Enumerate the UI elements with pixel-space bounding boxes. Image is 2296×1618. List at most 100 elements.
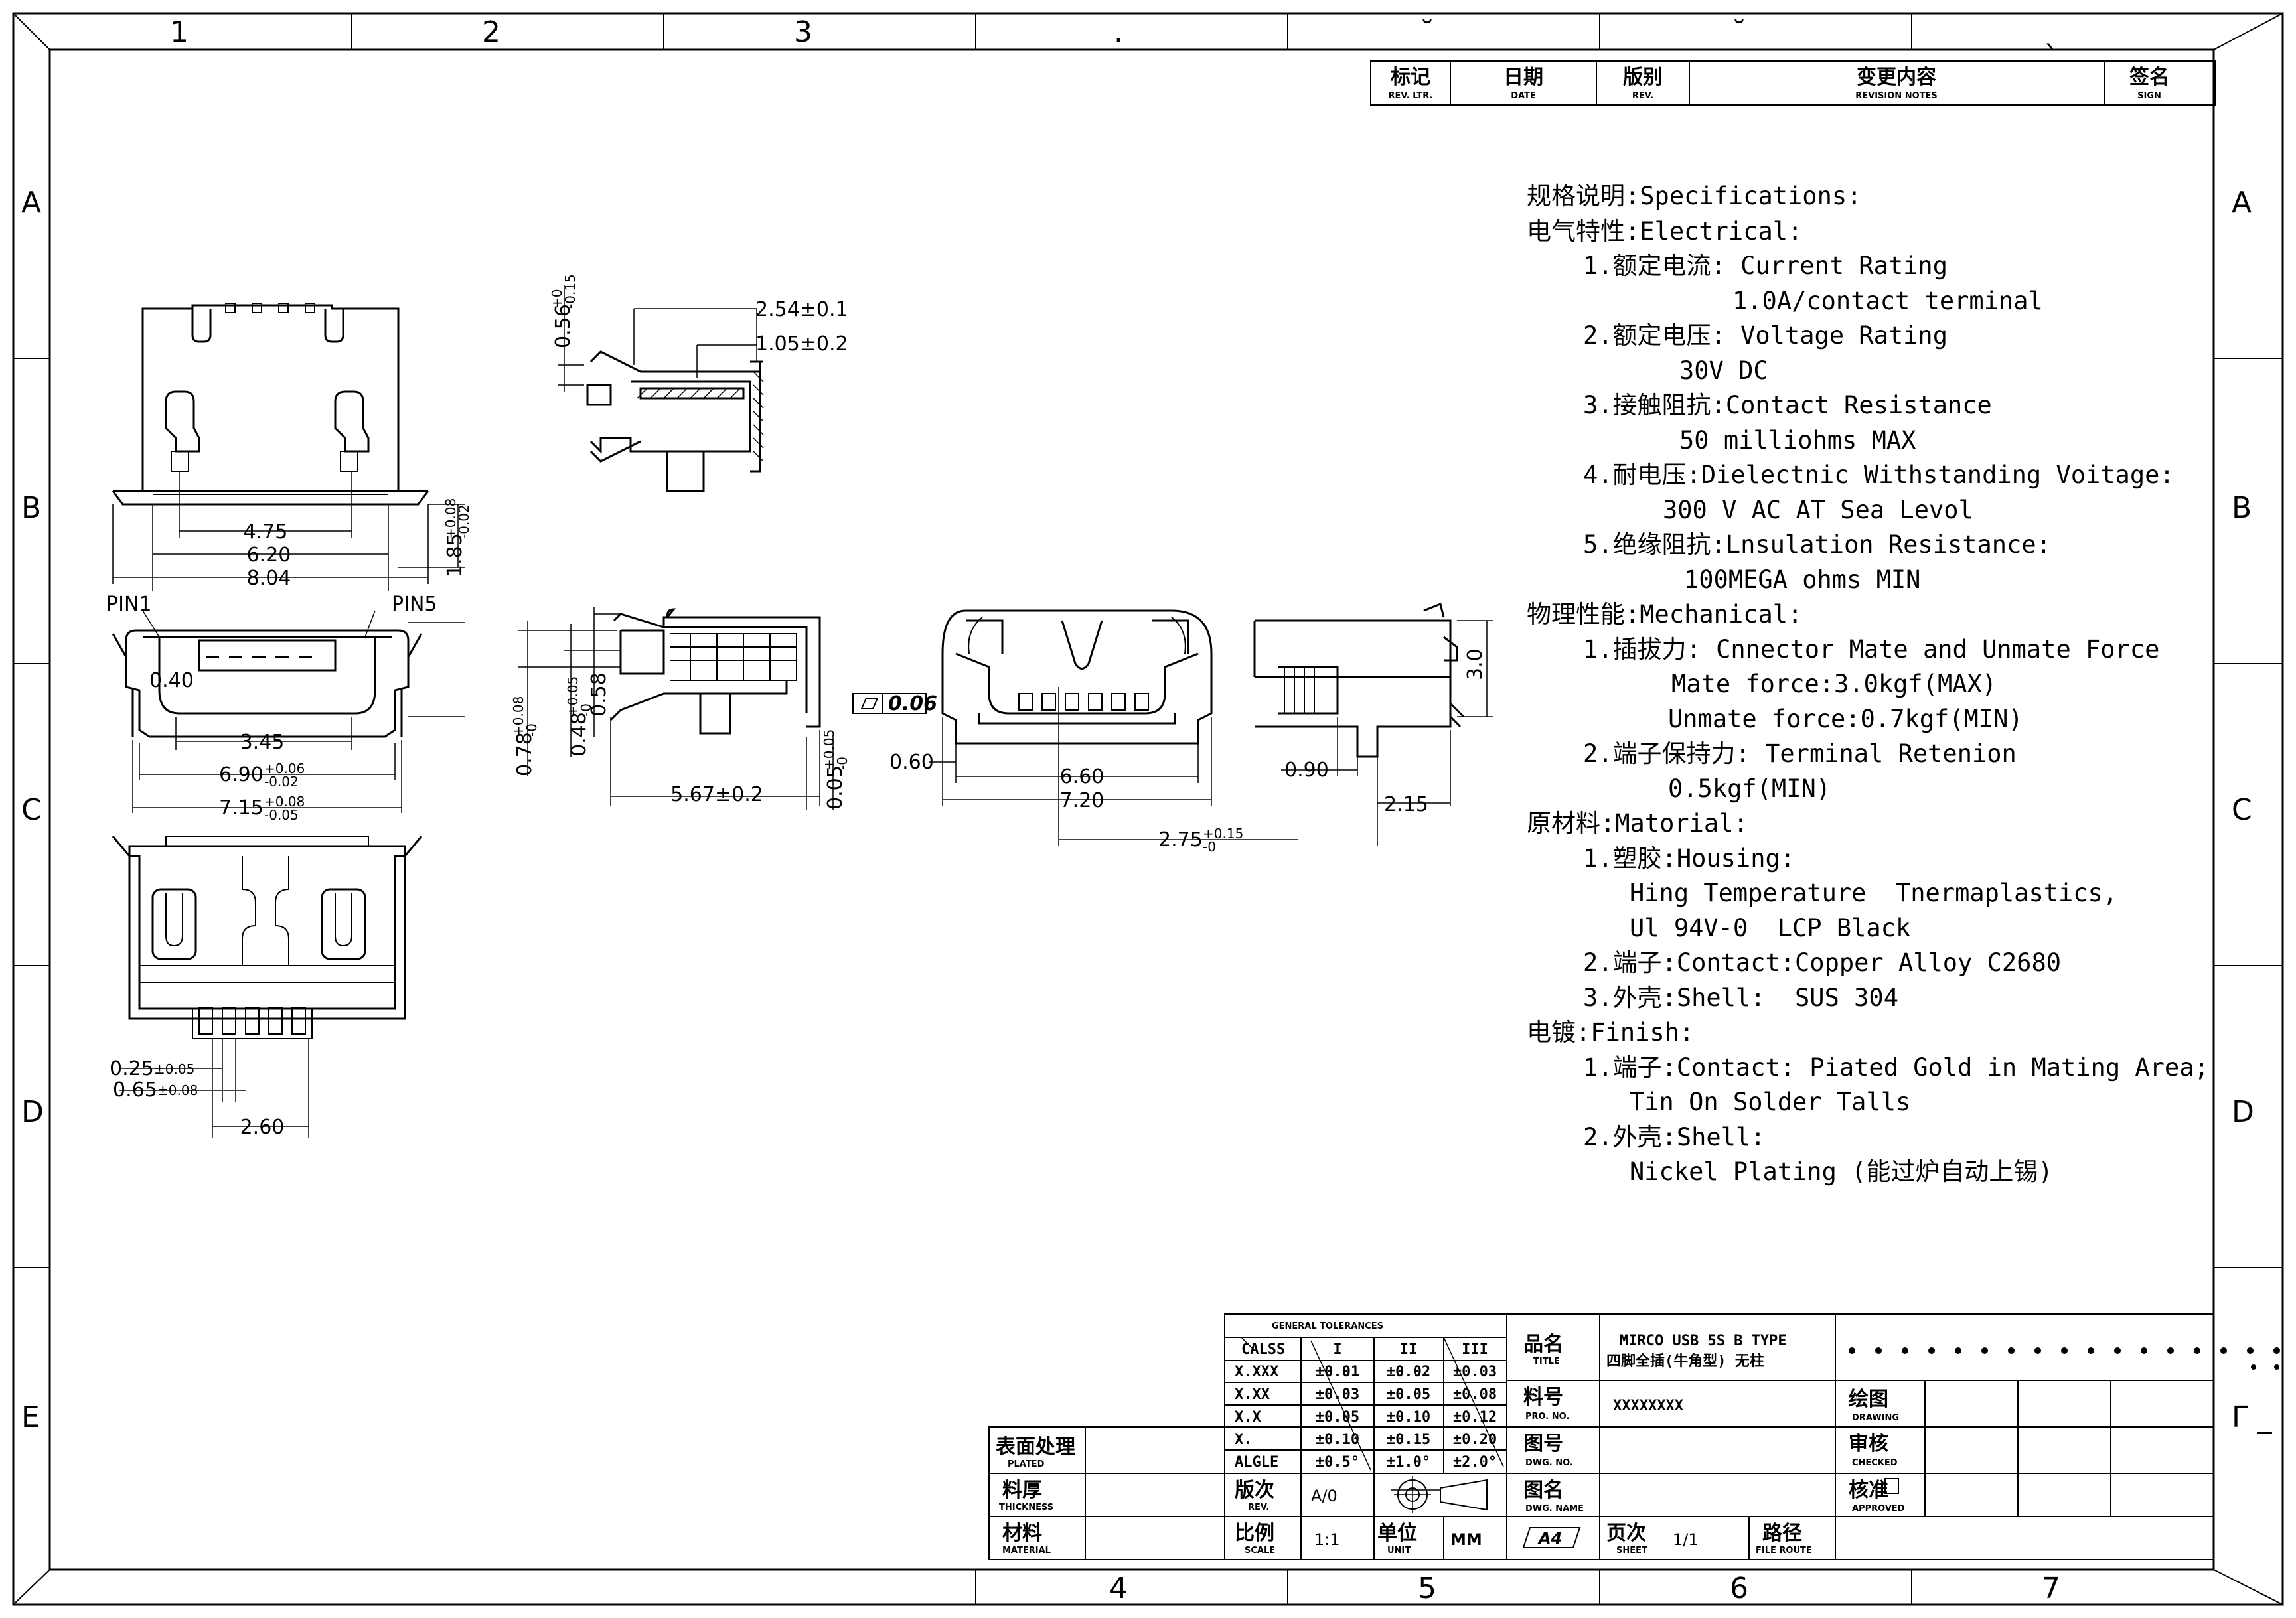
spec-line: 1.额定电流: Current Rating [1583,252,1948,280]
spec-line: Ul 94V-0 LCP Black [1630,913,1911,942]
dim-5-67: 5.67±0.2 [670,783,763,806]
rev-header: 版别 [1623,66,1663,89]
sign-header-en: SIGN [2137,91,2161,101]
dim-1-85-plus: +0.08 [443,498,459,539]
sheet-label-en: SHEET [1616,1546,1647,1556]
spec-line: Tin On Solder Talls [1630,1088,1911,1116]
tol-row-4-i: ±0.10 [1316,1432,1359,1448]
specifications-block: 规格说明:Specifications:电气特性:Electrical:1.额定… [1527,179,2209,1190]
tol-row-2-iii: ±0.08 [1453,1386,1497,1403]
dim-0-40: 0.40 [149,669,194,692]
spec-line: 3.外壳:Shell: SUS 304 [1583,983,1898,1012]
unit-label-en: UNIT [1387,1546,1411,1556]
scale-label: 比例 [1235,1522,1274,1545]
spec-line: 0.5kgf(MIN) [1668,774,1831,803]
dim-2-60: 2.60 [240,1116,285,1139]
tol-row-3-i: ±0.05 [1316,1409,1359,1426]
dim-6-90-minus: -0.02 [264,774,299,790]
rev-header-en: REV. [1632,91,1653,101]
zone-row-e: E [21,1400,40,1434]
rev-label: 版次 [1235,1479,1274,1502]
pro-no-label-en: PRO. NO. [1525,1412,1569,1422]
end-view: 0.60 6.60 7.20 2.75 +0.15 -0 [889,609,1298,855]
spec-line: Mate force:3.0kgf(MAX) [1671,670,1997,698]
dwg-name-label-en: DWG. NAME [1525,1504,1584,1514]
thickness-label-en: THICKNESS [999,1503,1053,1512]
title-line-1: MIRCO USB 5S B TYPE [1620,1333,1787,1349]
dim-6-20: 6.20 [247,544,291,567]
projection-symbol-icon [1394,1476,1488,1513]
spec-line: Hing Temperature Tnermaplastics, [1630,879,2118,907]
dim-7-15-plus: +0.08 [264,794,305,810]
dim-0-25-tol: ±0.05 [154,1061,194,1077]
unit-label: 单位 [1377,1522,1417,1545]
spec-line: 1.端子:Contact: Piated Gold in Mating Area… [1583,1053,2209,1082]
tol-header-i: I [1333,1341,1341,1358]
zone-col-1: 1 [170,15,189,49]
rev-ltr-header: 标记 [1391,66,1430,89]
dim-1-85-minus: -0.02 [456,504,472,539]
sheet-label: 页次 [1606,1522,1646,1545]
thickness-label: 料厚 [1002,1479,1042,1502]
tol-row-5-ii: ±1.0° [1387,1454,1430,1471]
spec-line: 3.接触阻抗:Contact Resistance [1583,391,1992,419]
spec-line: 1.塑胶:Housing: [1583,844,1796,873]
dim-0-25: 0.25 [110,1057,154,1080]
dim-0-60: 0.60 [889,751,934,774]
checked-label-en: CHECKED [1852,1458,1898,1468]
pin5-label: PIN5 [392,593,437,616]
spec-line: 2.端子保持力: Terminal Retenion [1583,739,2017,768]
dim-6-60: 6.60 [1060,765,1105,788]
spec-line: 2.额定电压: Voltage Rating [1583,321,1948,350]
dim-0-78-plus: +0.08 [510,696,526,737]
tolerance-title: GENERAL TOLERANCES [1272,1321,1383,1331]
dim-0-58: 0.58 [587,672,611,717]
tol-row-1-iii: ±0.03 [1453,1364,1497,1380]
zone-col-5: 5 [1418,1572,1436,1605]
tol-row-2-class: X.XX [1235,1386,1270,1403]
tol-header-iii: III [1462,1341,1488,1358]
dim-6-90: 6.90 [219,763,264,786]
zone-col-6: 6 [1730,1572,1748,1605]
drawing-frame [12,12,2284,1606]
dim-2-75-plus: +0.15 [1203,826,1243,842]
material-label-en: MATERIAL [1002,1546,1051,1556]
scale-label-en: SCALE [1245,1546,1275,1556]
spec-line: Unmate force:0.7kgf(MIN) [1668,704,2023,733]
pro-no-label: 料号 [1523,1386,1563,1409]
tol-row-5-i: ±0.5° [1316,1454,1359,1471]
unit-value: MM [1450,1530,1482,1549]
tol-row-4-ii: ±0.15 [1387,1432,1430,1448]
tol-row-4-iii: ±0.20 [1453,1432,1497,1448]
spec-line: 2.端子:Contact:Copper Alloy C2680 [1583,948,2062,977]
spec-line: 100MEGA ohms MIN [1684,565,1921,594]
dim-1-85: 1.85 [443,533,467,577]
dim-0-05-plus: +0.05 [821,729,837,770]
zone-row-b: B [21,491,41,525]
title-label: 品名 [1523,1333,1563,1356]
spec-line: Nickel Plating (能过炉自动上锡) [1630,1157,2053,1186]
dim-7-20: 7.20 [1060,789,1105,812]
spec-line: 规格说明:Specifications: [1527,182,1862,210]
revision-notes-header: 变更内容 [1857,66,1936,89]
dim-0-56-minus: -0.15 [562,274,578,309]
front-view: PIN1 PIN5 0.40 3.45 6.90 +0.06 -0.02 7.1… [106,593,465,823]
spec-line: 1.插拔力: Cnnector Mate and Unmate Force [1583,634,2160,664]
tol-row-3-iii: ±0.12 [1453,1409,1497,1426]
checked-label: 审核 [1849,1432,1888,1455]
zone-col-4-top: . [1114,15,1123,49]
dim-0-90: 0.90 [1284,759,1329,782]
dim-2-75: 2.75 [1158,828,1203,851]
zone-labels: 1 2 3 . ˘ ˘ ˎ 4 5 6 7 A B C D E A B C D … [21,15,2273,1605]
tol-row-5-iii: ±2.0° [1453,1454,1497,1471]
zone-col-2: 2 [482,15,500,49]
dim-0-48-plus: +0.05 [565,676,581,717]
scale-value: 1:1 [1314,1530,1340,1549]
zone-col-7: 7 [2042,1572,2060,1605]
dwg-no-label-en: DWG. NO. [1525,1458,1573,1468]
tol-row-3-class: X.X [1235,1409,1261,1426]
dwg-no-label: 图号 [1523,1432,1563,1455]
plated-label: 表面处理 [996,1435,1075,1459]
dim-7-15: 7.15 [219,796,264,820]
